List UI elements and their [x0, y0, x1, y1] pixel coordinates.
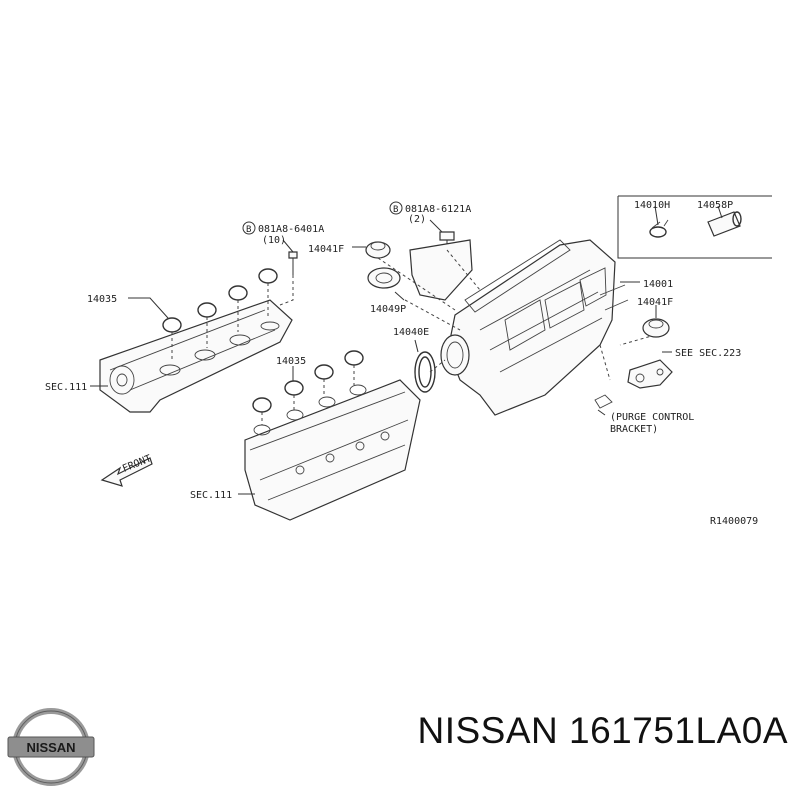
throttle-gasket-drawing: [414, 339, 436, 393]
label-bolt-b-qty: (2): [408, 214, 426, 225]
label-bolt-a-code: 081A8-6401A: [258, 224, 324, 235]
label-see-sec-223: SEE SEC.223: [675, 348, 741, 359]
label-purge-line2: BRACKET): [610, 424, 658, 435]
bolt-b-circle: [389, 201, 403, 215]
label-14035-mid: 14035: [276, 356, 306, 367]
bolt-b-circle-letter: B: [393, 205, 398, 215]
bolt-a-drawing: [279, 239, 298, 306]
gaskets-middle: [252, 350, 364, 425]
right-cylinder-head: [244, 379, 421, 521]
label-sec111-left: SEC.111: [45, 382, 87, 393]
label-ref-code: R1400079: [710, 516, 758, 527]
bolt-a-circle: [242, 221, 256, 235]
cap-right-drawing: [642, 305, 670, 338]
label-14035-top: 14035: [87, 294, 117, 305]
hose-drawing: [707, 211, 742, 237]
inset-box: [617, 195, 772, 259]
cap-left-drawing: [352, 241, 391, 259]
label-14001: 14001: [643, 279, 673, 290]
bolt-b-drawing: [429, 219, 455, 250]
label-sec111-bottom: SEC.111: [190, 490, 232, 501]
hose-clamp-drawing: [649, 219, 669, 238]
logo-wordmark: NISSAN: [26, 740, 75, 755]
label-14040e: 14040E: [393, 327, 429, 338]
nissan-logo: NISSAN: [7, 708, 95, 786]
label-14041f-right: 14041F: [637, 297, 673, 308]
bolt-a-circle-letter: B: [246, 225, 251, 235]
label-purge-line1: (PURGE CONTROL: [610, 412, 694, 423]
label-14041f-left: 14041F: [308, 244, 344, 255]
gaskets-upper: [128, 268, 278, 360]
bracket-drawing: [367, 239, 473, 301]
upper-intake-manifold: [440, 239, 640, 416]
purge-bracket-drawing: [594, 351, 673, 416]
label-bolt-a-qty: (10): [262, 235, 286, 246]
guide-lines: [377, 249, 656, 381]
label-14010h: 14010H: [634, 200, 670, 211]
label-14058p: 14058P: [697, 200, 733, 211]
label-bolt-b-code: 081A8-6121A: [405, 204, 471, 215]
left-intake-half: [99, 299, 293, 413]
label-14049p: 14049P: [370, 304, 406, 315]
part-number-title: NISSAN 161751LA0A: [417, 710, 788, 751]
front-arrow: [100, 457, 153, 487]
